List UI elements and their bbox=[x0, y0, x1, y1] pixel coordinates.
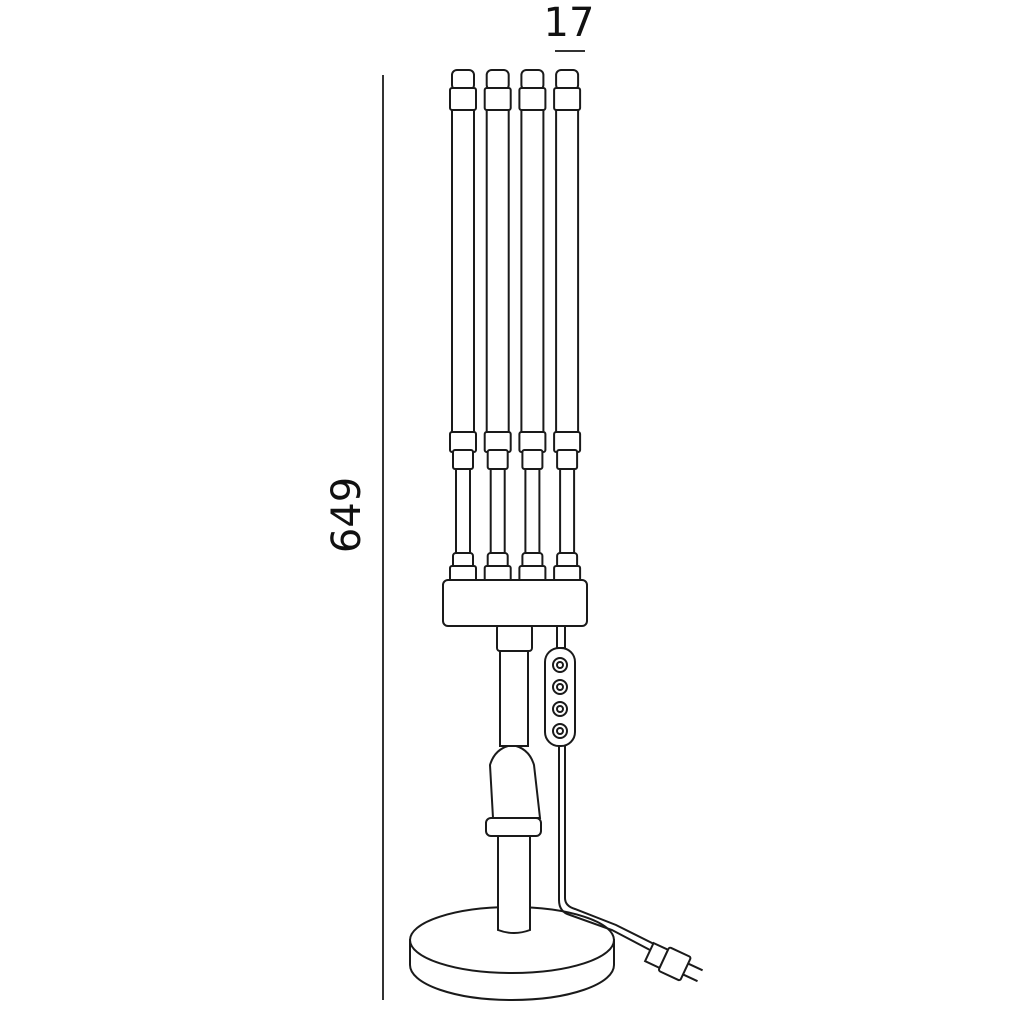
power-icon[interactable] bbox=[552, 723, 568, 739]
timer-icon[interactable] bbox=[552, 679, 568, 695]
width-dimension-label: 17 bbox=[544, 0, 595, 46]
light-tubes bbox=[449, 69, 582, 582]
upper-stem bbox=[499, 649, 529, 747]
stem-ring bbox=[485, 817, 542, 837]
brightness-icon[interactable] bbox=[552, 657, 568, 673]
grip bbox=[488, 743, 542, 819]
inline-controller[interactable] bbox=[544, 647, 576, 747]
plug bbox=[643, 941, 704, 983]
stem-collar bbox=[496, 624, 533, 652]
light-tube bbox=[483, 69, 512, 582]
light-tube bbox=[553, 69, 582, 582]
height-dimension-label: 649 bbox=[324, 477, 370, 553]
mode-icon[interactable] bbox=[552, 701, 568, 717]
light-tube bbox=[518, 69, 547, 582]
power-cord bbox=[558, 742, 651, 951]
lower-stem bbox=[497, 835, 531, 934]
tube-hub bbox=[442, 579, 588, 627]
light-tube bbox=[449, 69, 477, 582]
lamp-base bbox=[409, 906, 615, 1001]
